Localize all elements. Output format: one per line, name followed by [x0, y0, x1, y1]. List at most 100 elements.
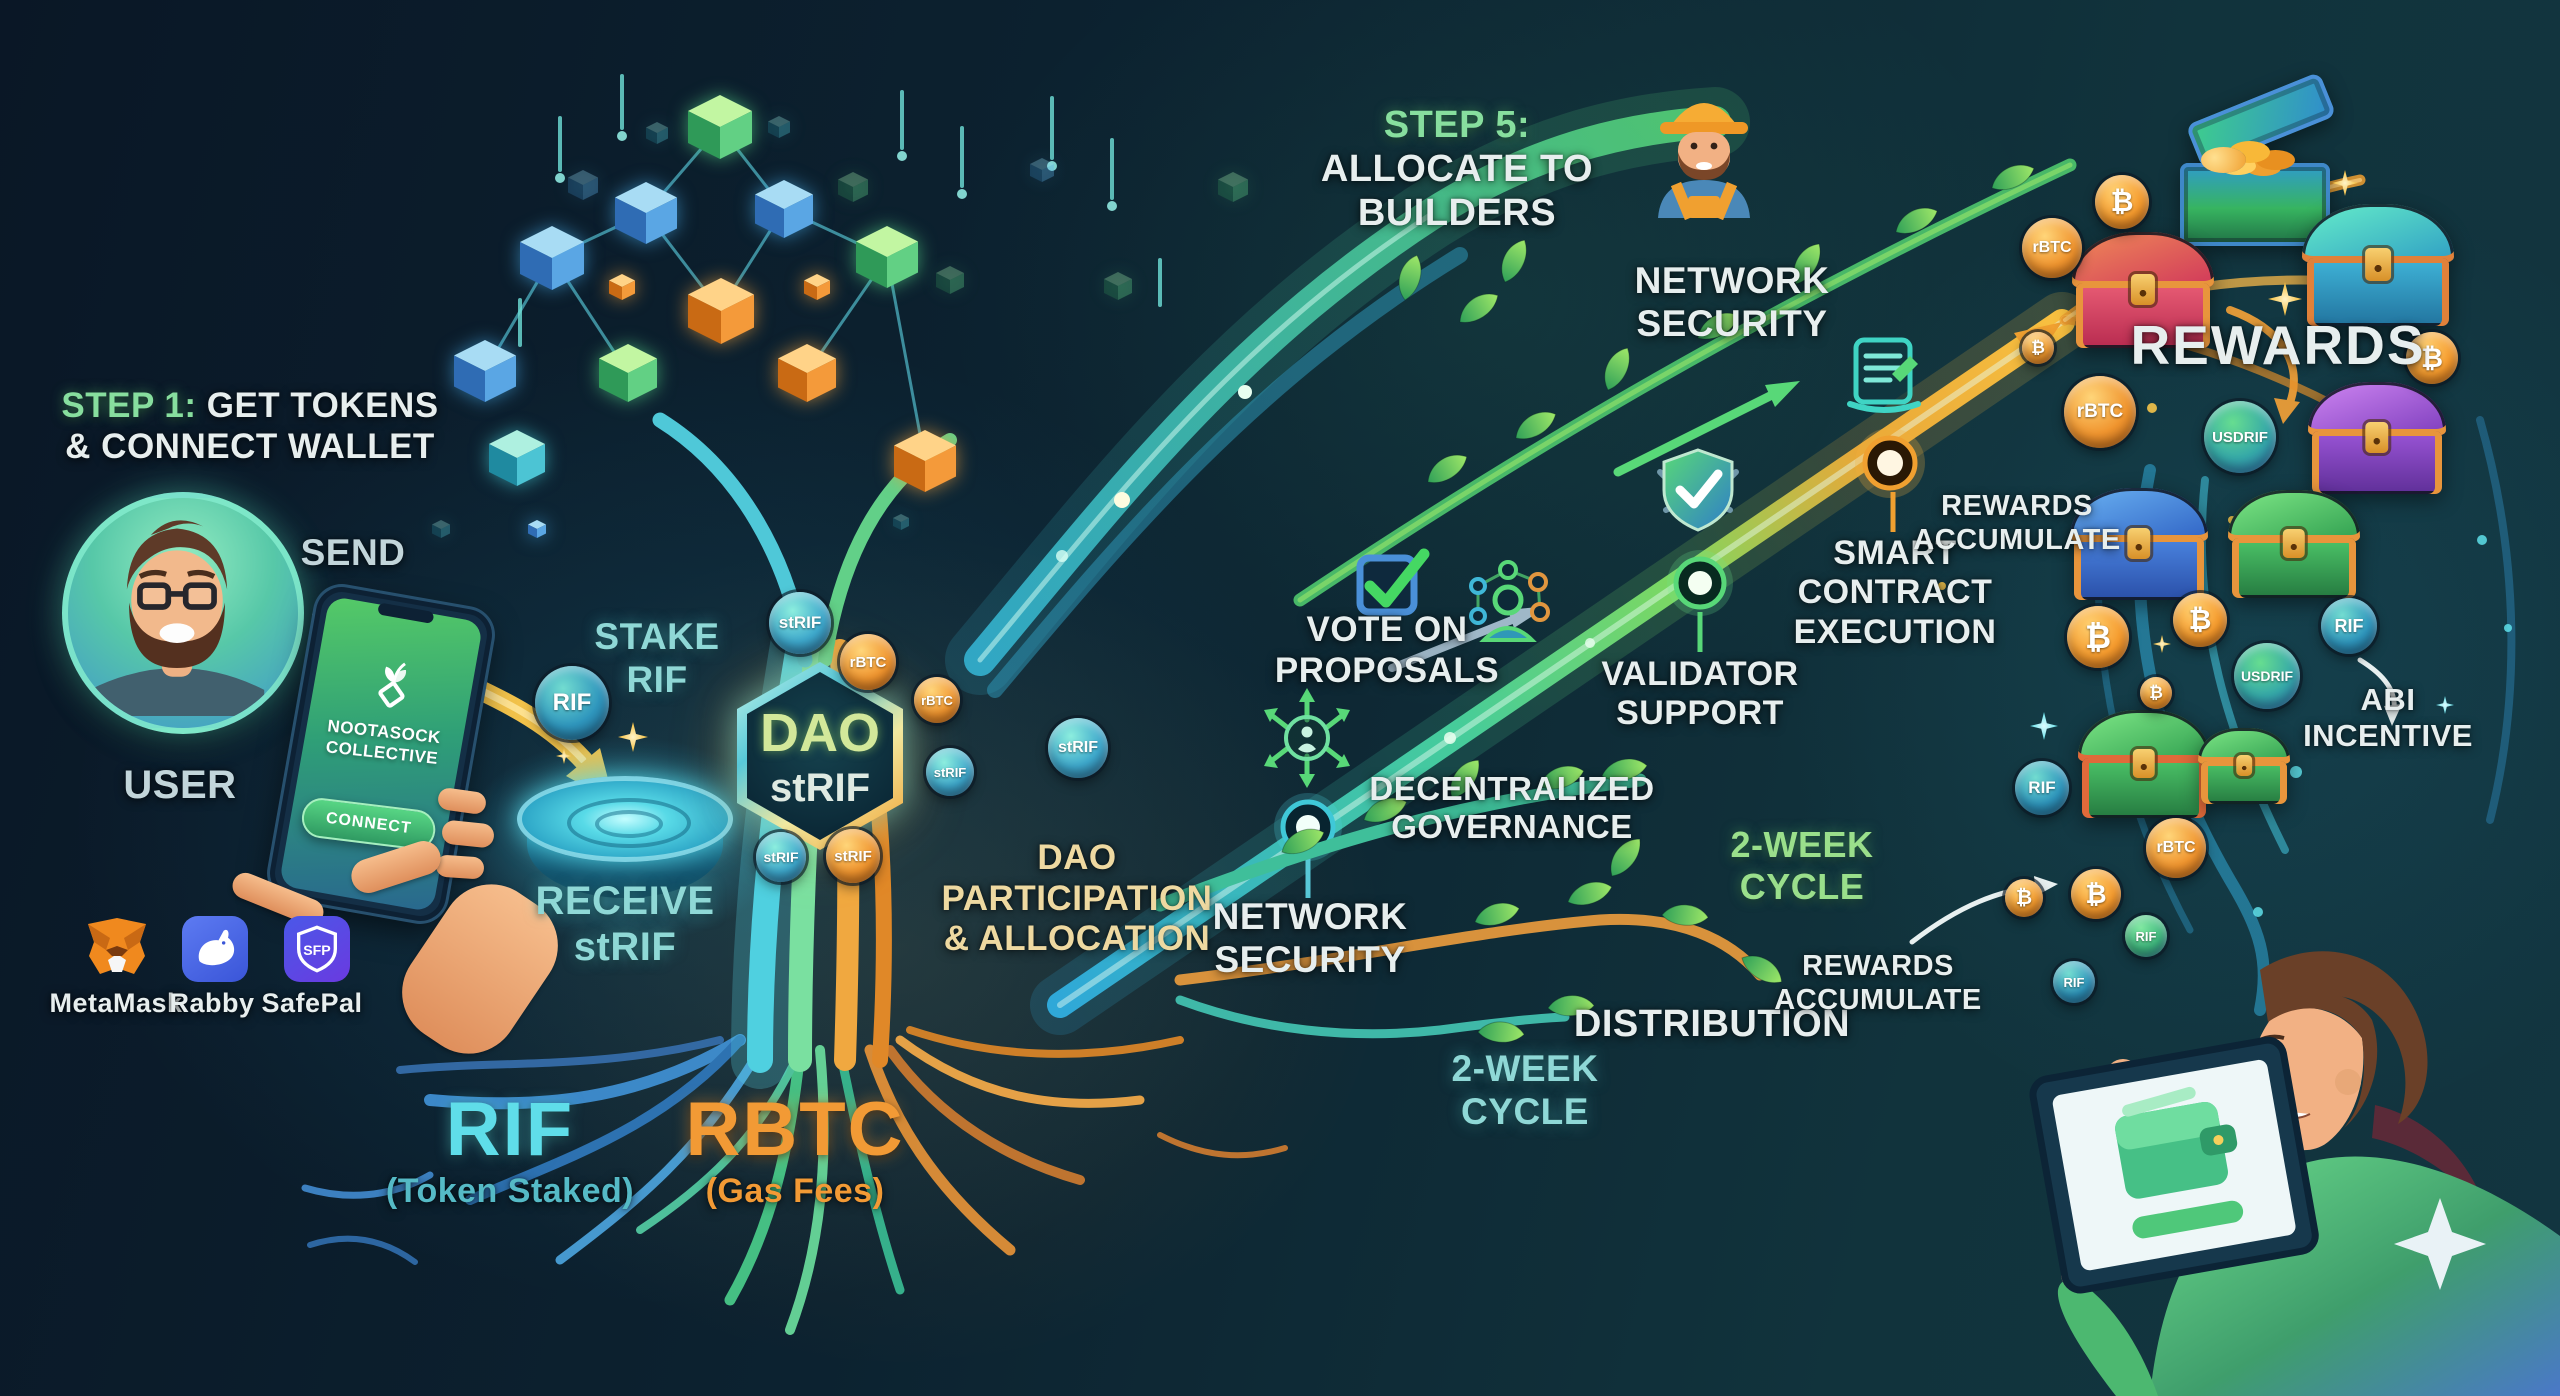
validator-line: VALIDATOR	[1601, 655, 1799, 693]
two-week-cycle-label: 2-WEEK CYCLE	[1572, 824, 2032, 908]
finger	[435, 854, 485, 880]
strif-coin: stRIF	[926, 748, 974, 796]
network-security-line: NETWORK	[1634, 260, 1830, 301]
dao-hex-line2: stRIF	[770, 765, 870, 810]
step5-heading: STEP 5: ALLOCATE TO BUILDERS	[1227, 103, 1687, 235]
step5-number: STEP 5:	[1383, 104, 1531, 146]
rif-coin: RIF	[535, 666, 609, 740]
send-text: SEND	[300, 532, 406, 573]
two-week-cycle-left-label: 2-WEEK CYCLE	[1295, 1048, 1755, 1134]
receive-strif-label: RECEIVE stRIF	[395, 878, 855, 971]
security-shield-icon	[1652, 444, 1744, 540]
vote-line: PROPOSALS	[1274, 650, 1500, 690]
step1-number: STEP 1:	[61, 386, 197, 425]
open-treasure-chest	[2180, 72, 2337, 246]
strif-coin: stRIF	[826, 829, 880, 883]
usdrif-coin: USDRIF	[2204, 401, 2276, 473]
block-cube	[768, 116, 790, 138]
distribution-text: DISTRIBUTION	[1573, 1003, 1851, 1045]
rbtc-root-subtitle: (Gas Fees)	[565, 1172, 1025, 1211]
wallet-phone: NOOTASOCK COLLECTIVE CONNECT	[265, 582, 497, 926]
validator-support-label: VALIDATOR SUPPORT	[1470, 655, 1930, 734]
block-cube	[489, 430, 545, 486]
contract-document-icon	[1842, 334, 1926, 418]
decentralized-governance-label: DECENTRALIZED GOVERNANCE	[1282, 770, 1742, 847]
block-cube	[615, 182, 677, 244]
bitcoin-coin: ₿	[2022, 332, 2054, 364]
block-cube	[528, 520, 546, 538]
treasure-chest	[2308, 382, 2446, 494]
cycle-line: CYCLE	[1739, 865, 1865, 907]
cycle-line: 2-WEEK	[1730, 824, 1874, 865]
user-face-icon	[89, 520, 265, 716]
rabby-icon[interactable]	[182, 916, 248, 982]
dao-line: DAO	[1037, 838, 1117, 877]
treasure-chest	[2072, 232, 2214, 348]
dao-line: & ALLOCATION	[943, 919, 1211, 959]
rif-coin: RIF	[2053, 961, 2095, 1003]
abi-line: ABI	[2360, 682, 2416, 717]
stake-rif-label: STAKE RIF	[427, 616, 887, 702]
rif-coin: RIF	[2125, 915, 2167, 957]
treasure-chest	[2302, 204, 2454, 326]
phone-screen: NOOTASOCK COLLECTIVE CONNECT	[278, 595, 484, 913]
wallet-name: MetaMask	[49, 988, 183, 1018]
usdrif-coin: USDRIF	[2234, 643, 2300, 709]
rewarded-user-illustration	[1920, 880, 2560, 1396]
treasure-chest	[2228, 490, 2360, 598]
root-subtitle: (Gas Fees)	[705, 1172, 885, 1210]
rbtc-coin: rBTC	[2064, 376, 2136, 448]
network-security-line: NETWORK	[1212, 896, 1408, 937]
receive-line: stRIF	[573, 925, 677, 970]
block-cube	[893, 514, 909, 530]
root-title: RIF	[445, 1087, 575, 1172]
step1-line2: & CONNECT WALLET	[65, 426, 435, 466]
dao-strif-hexagon: DAO stRIF	[737, 662, 903, 850]
user-avatar	[62, 492, 304, 734]
block-cube	[454, 340, 516, 402]
block-cube	[894, 430, 956, 492]
abi-incentive-label: ABI INCENTIVE	[2158, 682, 2560, 754]
user-text: USER	[123, 763, 237, 807]
dao-participation-label: DAO PARTICIPATION & ALLOCATION	[847, 838, 1307, 960]
block-cube	[520, 226, 584, 290]
decentralized-icon	[1258, 686, 1356, 790]
block-cube	[838, 172, 868, 202]
rewards-accumulate-bottom-label: REWARDS ACCUMULATE	[1648, 950, 2108, 1017]
step5-line: BUILDERS	[1357, 192, 1557, 235]
rewards-acc-line: ACCUMULATE	[1913, 523, 2121, 556]
bitcoin-coin: ₿	[2071, 869, 2121, 919]
step1-heading: STEP 1: GET TOKENS & CONNECT WALLET	[20, 386, 480, 467]
block-cube	[609, 274, 635, 300]
block-cube	[778, 344, 836, 402]
block-cube	[1218, 172, 1248, 202]
block-cube	[688, 95, 752, 159]
safepal-icon[interactable]: SFP	[284, 916, 350, 982]
cycle-line: CYCLE	[1461, 1090, 1589, 1132]
network-security-line: SECURITY	[1214, 938, 1406, 980]
rif-coin: RIF	[2015, 761, 2069, 815]
wallet-name: SafePal	[261, 988, 363, 1018]
rif-coin: RIF	[2321, 598, 2377, 654]
cycle-line: 2-WEEK	[1451, 1048, 1599, 1089]
vote-line: VOTE ON	[1306, 610, 1468, 649]
smart-line: EXECUTION	[1793, 612, 1997, 651]
block-cube	[755, 180, 813, 238]
rewards-text: REWARDS	[2130, 314, 2426, 376]
rif-root-subtitle: (Token Staked)	[280, 1172, 740, 1211]
vote-on-proposals-label: VOTE ON PROPOSALS	[1157, 610, 1617, 691]
rewards-title: REWARDS	[2048, 314, 2508, 378]
block-cube	[432, 520, 450, 538]
rbtc-root-title: RBTC	[565, 1086, 1025, 1174]
smart-contract-label: SMART CONTRACT EXECUTION	[1665, 534, 2125, 652]
stake-line: RIF	[626, 658, 688, 700]
block-cube	[936, 266, 964, 294]
rbtc-coin: rBTC	[2022, 218, 2082, 278]
governance-line: DECENTRALIZED	[1369, 770, 1655, 807]
metamask-icon[interactable]	[82, 916, 152, 982]
strif-coin: stRIF	[756, 832, 806, 882]
strif-coin: stRIF	[769, 592, 831, 654]
smart-line: CONTRACT	[1797, 573, 1993, 612]
network-security-label: NETWORK SECURITY	[1080, 896, 1540, 982]
